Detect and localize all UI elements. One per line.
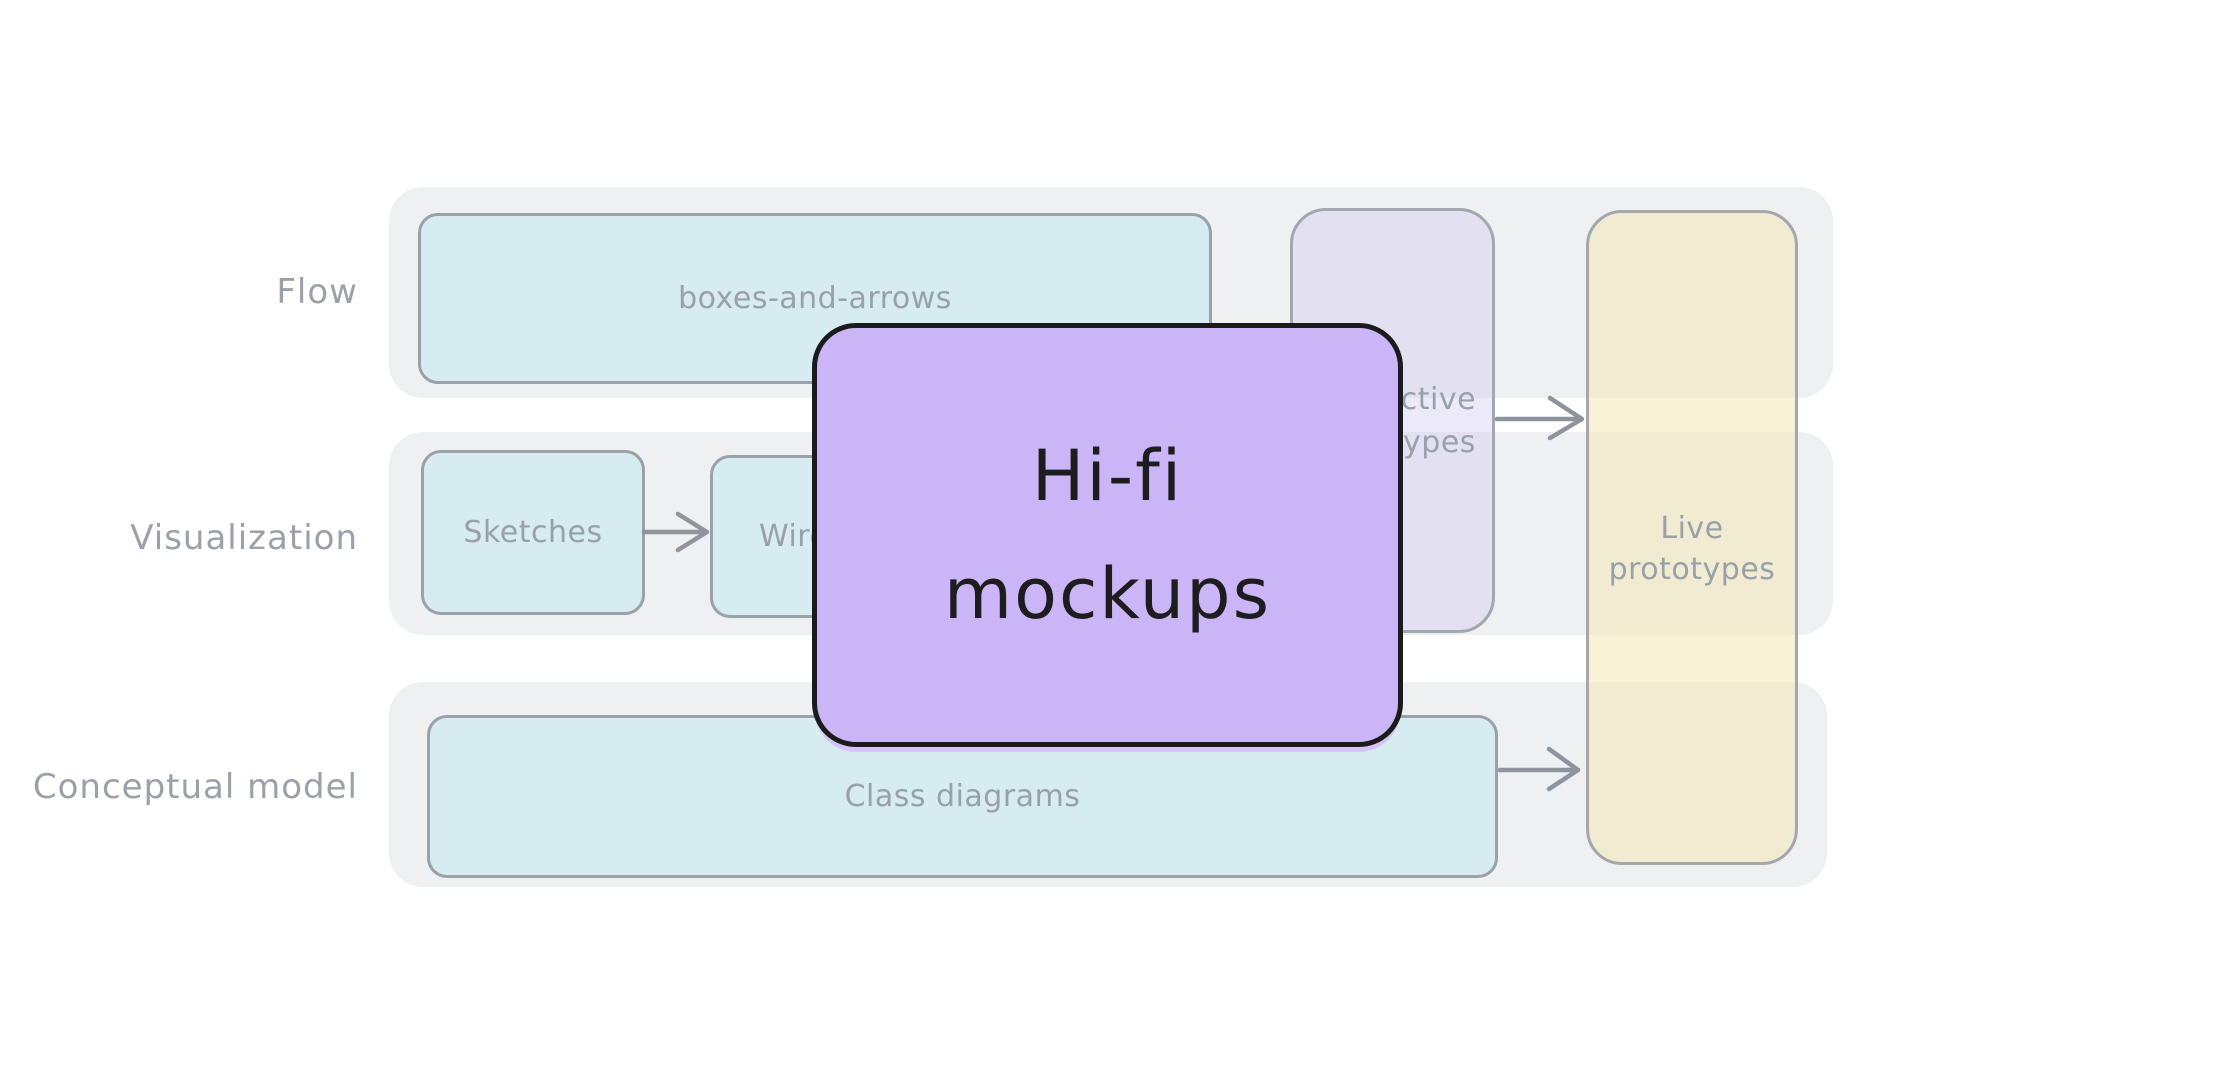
- row-label-conceptual-model[interactable]: Conceptual model: [32, 767, 358, 807]
- node-live-prototypes-label-line2: prototypes: [1608, 551, 1776, 587]
- node-hifi-mockups-label-line1: Hi-fi: [1031, 435, 1184, 517]
- node-sketches-label: Sketches: [463, 515, 603, 550]
- node-hifi-mockups-label-line2: mockups: [943, 553, 1272, 635]
- node-hifi-mockups[interactable]: Hi-fi mockups: [812, 323, 1403, 747]
- row-label-visualization[interactable]: Visualization: [130, 518, 358, 558]
- node-sketches[interactable]: Sketches: [421, 450, 645, 615]
- node-live-prototypes[interactable]: Live prototypes: [1586, 210, 1798, 865]
- row-label-flow[interactable]: Flow: [276, 272, 358, 312]
- node-boxes-and-arrows-label: boxes-and-arrows: [678, 281, 952, 316]
- node-class-diagrams-label: Class diagrams: [844, 779, 1081, 814]
- arrow-sketches-to-wireframes[interactable]: [638, 506, 718, 558]
- node-live-prototypes-label-line1: Live: [1660, 510, 1724, 546]
- arrow-interactive-to-live-prototypes[interactable]: [1491, 393, 1591, 445]
- arrow-class-diagrams-to-live-prototypes[interactable]: [1494, 744, 1589, 796]
